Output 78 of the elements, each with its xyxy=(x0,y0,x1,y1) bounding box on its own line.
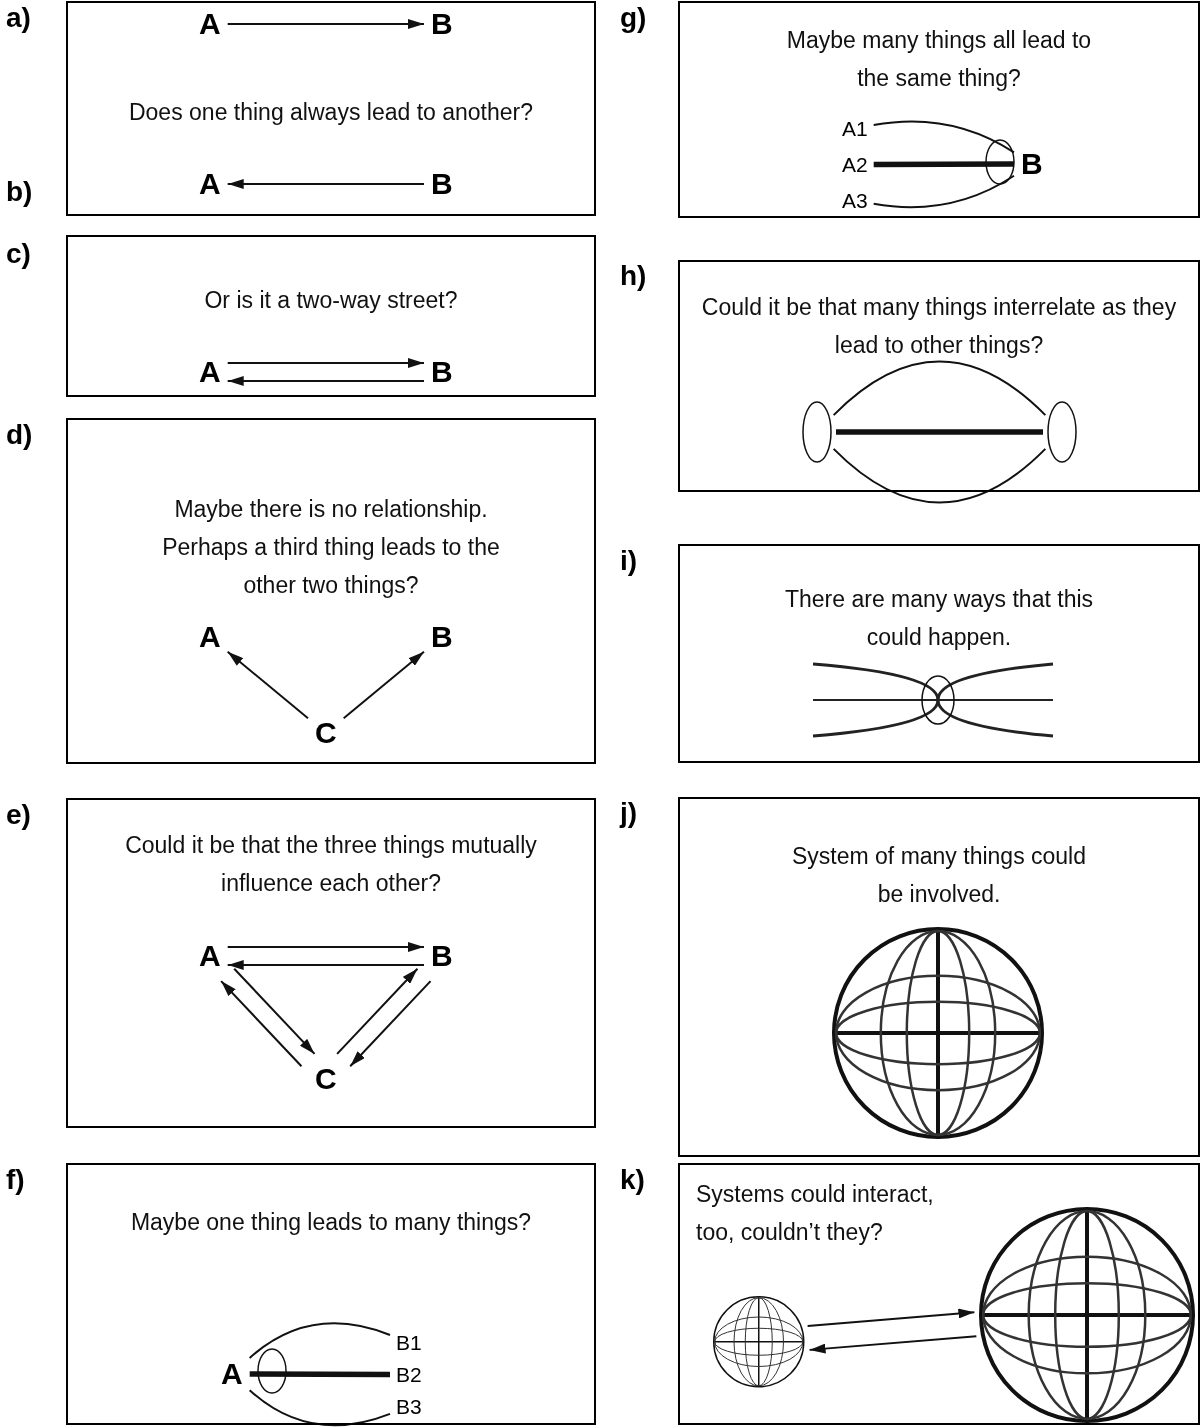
connector-line xyxy=(832,360,1047,417)
arrow xyxy=(226,179,425,189)
connector-line xyxy=(832,447,1047,504)
variable-label: A2 xyxy=(840,153,870,176)
panel xyxy=(678,260,1200,492)
connector-line xyxy=(248,1322,391,1359)
connector-line xyxy=(872,174,1015,209)
panel-letter: a) xyxy=(6,4,31,32)
question-text: Does one thing always lead to another? xyxy=(127,98,535,127)
arrow xyxy=(226,376,425,386)
arrow xyxy=(226,650,309,720)
arrow xyxy=(226,19,425,29)
panel xyxy=(66,1163,596,1425)
variable-label: A1 xyxy=(840,117,870,140)
variable-label: B3 xyxy=(394,1395,424,1418)
panel xyxy=(66,798,596,1128)
panel-letter: i) xyxy=(620,547,638,575)
variable-label: C xyxy=(312,716,340,750)
question-text: There are many ways that this could happen. xyxy=(783,585,1095,652)
arrow xyxy=(233,967,316,1055)
variable-label: B xyxy=(428,939,456,973)
connector-line xyxy=(836,429,1043,435)
panel xyxy=(678,544,1200,763)
arrow xyxy=(349,980,432,1068)
panel xyxy=(678,797,1200,1157)
panel xyxy=(66,418,596,764)
panel-letter: e) xyxy=(6,801,31,829)
ellipse-node xyxy=(1047,401,1077,463)
variable-label: A xyxy=(196,167,224,201)
arrow xyxy=(220,980,303,1068)
panel-letter: c) xyxy=(6,240,31,268)
variable-label: B1 xyxy=(394,1331,424,1354)
variable-label: B2 xyxy=(394,1363,424,1386)
connector-line xyxy=(873,161,1014,168)
variable-label: B xyxy=(428,355,456,389)
question-text: Maybe many things all lead to the same thing? xyxy=(785,26,1093,93)
panel-letter: k) xyxy=(620,1166,645,1194)
panel xyxy=(66,235,596,397)
variable-label: A3 xyxy=(840,189,870,212)
question-text: Systems could interact, too, couldn’t they? xyxy=(696,1180,935,1247)
system-circle xyxy=(979,1207,1195,1423)
arrow xyxy=(226,942,425,952)
arrow xyxy=(226,358,425,368)
question-text: Or is it a two-way street? xyxy=(203,286,459,315)
variable-label: B xyxy=(428,167,456,201)
arrow xyxy=(808,1335,978,1354)
variable-label: C xyxy=(312,1062,340,1096)
question-text: Could it be that the three things mutually influence each other? xyxy=(124,831,538,898)
arrow xyxy=(336,967,419,1055)
panel-letter: j) xyxy=(620,799,638,827)
ellipse-node xyxy=(802,401,832,463)
variable-label: B xyxy=(428,7,456,41)
variable-label: B xyxy=(428,620,456,654)
variable-label: A xyxy=(218,1357,246,1391)
arrow xyxy=(226,960,425,970)
question-text: Maybe one thing leads to many things? xyxy=(129,1208,533,1237)
arrow xyxy=(806,1308,976,1327)
variable-label: A xyxy=(196,620,224,654)
panel-letter: d) xyxy=(6,421,33,449)
panel xyxy=(678,1163,1200,1425)
variable-label: B xyxy=(1018,147,1046,181)
connector-line xyxy=(872,120,1015,154)
system-circle xyxy=(713,1296,805,1388)
connector-line xyxy=(249,1371,390,1378)
panel-letter: g) xyxy=(620,4,647,32)
panel-letter: b) xyxy=(6,178,33,206)
panel xyxy=(678,1,1200,218)
arrow xyxy=(342,650,425,720)
question-text: Maybe there is no relationship. Perhaps a third thing leads to the other two things? xyxy=(161,495,501,600)
question-text: System of many things could be involved. xyxy=(791,842,1087,909)
variable-label: A xyxy=(196,939,224,973)
connector-line xyxy=(248,1389,391,1427)
panel-letter: f) xyxy=(6,1166,25,1194)
variable-label: A xyxy=(196,7,224,41)
panel xyxy=(66,1,596,216)
question-text: Could it be that many things interrelate as they lead to other things? xyxy=(700,293,1178,360)
variable-label: A xyxy=(196,355,224,389)
panel-letter: h) xyxy=(620,262,647,290)
